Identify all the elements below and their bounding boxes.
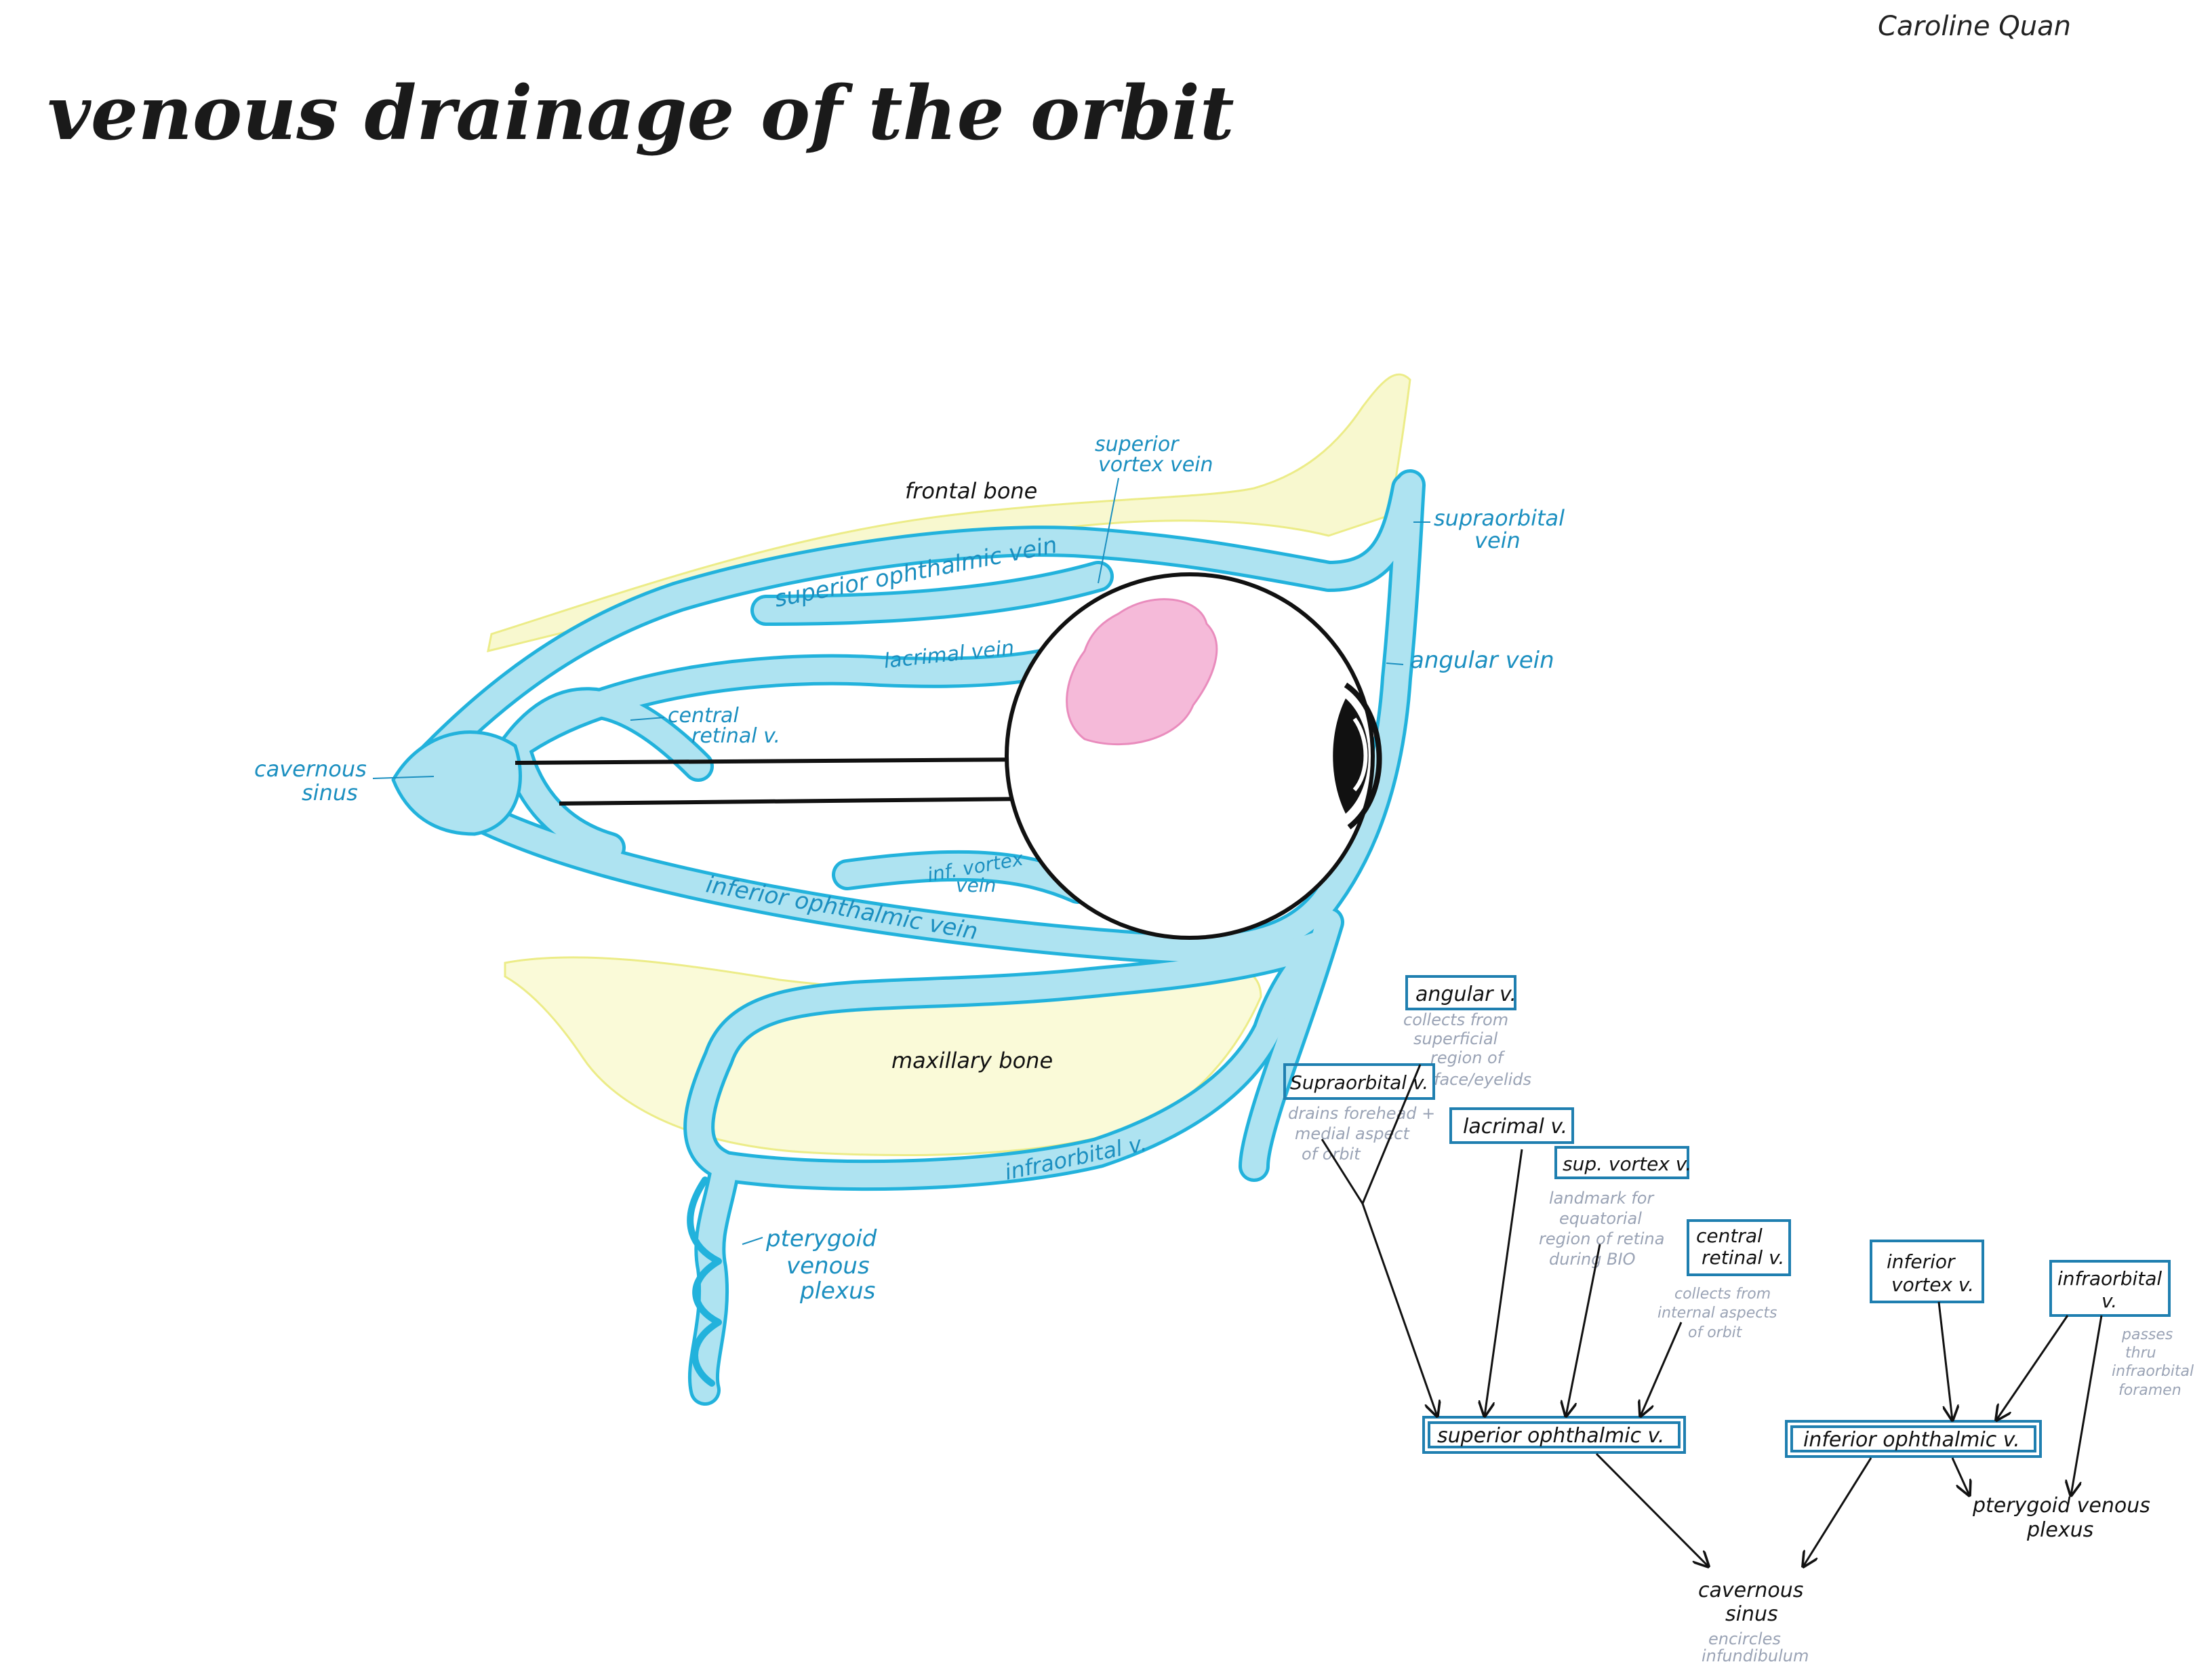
box-supraorbital-v bbox=[1283, 1063, 1435, 1100]
svg-text:region of: region of bbox=[1430, 1048, 1506, 1067]
box-sup-vortex-v bbox=[1554, 1146, 1689, 1179]
flow-notes: collects from superficial region of face… bbox=[1288, 1010, 2194, 1662]
flow-infraorbital-label-1: infraorbital bbox=[2057, 1267, 2162, 1290]
label-cavernous-sinus-2: sinus bbox=[302, 780, 358, 806]
box-infraorbital-v bbox=[2049, 1260, 2171, 1317]
flow-central-retinal-label-1: central bbox=[1696, 1225, 1763, 1247]
box-inferior-ophthalmic-v bbox=[1785, 1420, 2042, 1458]
anatomy-drawing: frontal bone superior vortex vein suprao… bbox=[254, 373, 1565, 1406]
flow-supraorbital-label: Supraorbital v. bbox=[1290, 1071, 1428, 1094]
svg-text:internal aspects: internal aspects bbox=[1657, 1305, 1777, 1322]
optic-nerve-line-lower bbox=[559, 797, 1034, 806]
flow-inferior-vortex-label-2: vortex v. bbox=[1891, 1273, 1974, 1296]
lacrimal-gland bbox=[1066, 598, 1218, 746]
svg-text:superficial: superficial bbox=[1413, 1029, 1498, 1048]
svg-text:infraorbital: infraorbital bbox=[2112, 1363, 2194, 1380]
box-lacrimal-v bbox=[1449, 1107, 1574, 1144]
svg-text:during BIO: during BIO bbox=[1549, 1250, 1636, 1269]
svg-text:drains forehead +: drains forehead + bbox=[1288, 1104, 1435, 1123]
flow-arrows bbox=[1321, 1064, 2103, 1566]
svg-text:infundibulum: infundibulum bbox=[1702, 1646, 1809, 1662]
label-inf-vortex-vein-2: vein bbox=[956, 874, 996, 896]
pterygoid-plexus-shape bbox=[687, 1176, 722, 1387]
flow-cavernous-label-2: sinus bbox=[1725, 1602, 1778, 1626]
label-central-retinal-2: retinal v. bbox=[691, 724, 780, 748]
svg-text:encircles: encircles bbox=[1708, 1629, 1781, 1648]
vein-network bbox=[391, 469, 1426, 1406]
svg-text:thru: thru bbox=[2125, 1345, 2156, 1362]
cornea bbox=[1344, 682, 1382, 830]
svg-text:foramen: foramen bbox=[2118, 1382, 2181, 1399]
label-pterygoid-2: venous bbox=[786, 1252, 870, 1280]
flow-pterygoid-label-2: plexus bbox=[2026, 1518, 2093, 1542]
flow-lacrimal-label: lacrimal v. bbox=[1463, 1115, 1567, 1139]
label-supraorbital-vein-2: vein bbox=[1474, 528, 1521, 553]
anatomy-leader-lines bbox=[372, 477, 1430, 1245]
page-title: venous drainage of the orbit bbox=[47, 69, 1234, 157]
flow-infraorbital-label-2: v. bbox=[2102, 1290, 2117, 1312]
flow-central-retinal-label-2: retinal v. bbox=[1702, 1246, 1784, 1269]
svg-text:region of retina: region of retina bbox=[1539, 1229, 1664, 1248]
box-central-retinal-v bbox=[1687, 1219, 1791, 1276]
flow-inferior-ophthalmic-label: inferior ophthalmic v. bbox=[1803, 1428, 2020, 1452]
flow-pterygoid-label-1: pterygoid venous bbox=[1972, 1494, 2150, 1518]
box-superior-ophthalmic-v-inner bbox=[1428, 1421, 1681, 1448]
pupil-highlight bbox=[1352, 717, 1368, 791]
svg-text:equatorial: equatorial bbox=[1559, 1209, 1642, 1228]
flow-cavernous-label-1: cavernous bbox=[1698, 1579, 1803, 1602]
svg-text:collects from: collects from bbox=[1674, 1286, 1771, 1303]
flow-angular-label: angular v. bbox=[1415, 983, 1516, 1006]
cavernous-sinus-shape bbox=[391, 730, 522, 836]
label-angular-vein: angular vein bbox=[1410, 647, 1554, 674]
flow-sup-vortex-label: sup. vortex v. bbox=[1563, 1153, 1691, 1175]
svg-text:landmark for: landmark for bbox=[1549, 1189, 1655, 1208]
box-inferior-ophthalmic-v-inner bbox=[1790, 1425, 2036, 1452]
box-angular-v bbox=[1405, 975, 1516, 1010]
label-cavernous-sinus-1: cavernous bbox=[254, 756, 367, 782]
label-superior-vortex-vein-1: superior bbox=[1095, 433, 1180, 456]
flow-superior-ophthalmic-label: superior ophthalmic v. bbox=[1437, 1424, 1664, 1448]
label-superior-vortex-vein-2: vortex vein bbox=[1098, 453, 1213, 477]
svg-text:collects from: collects from bbox=[1403, 1010, 1508, 1029]
optic-nerve-line-upper bbox=[515, 757, 1031, 765]
box-inferior-vortex-v bbox=[1870, 1240, 1984, 1303]
flow-inferior-vortex-label-1: inferior bbox=[1887, 1250, 1956, 1273]
label-supraorbital-vein-1: supraorbital bbox=[1434, 505, 1565, 531]
label-pterygoid-1: pterygoid bbox=[765, 1225, 877, 1252]
label-pterygoid-3: plexus bbox=[799, 1278, 875, 1305]
label-frontal-bone: frontal bone bbox=[905, 478, 1037, 504]
label-central-retinal-1: central bbox=[668, 704, 739, 728]
svg-text:medial aspect: medial aspect bbox=[1295, 1124, 1410, 1143]
svg-text:of orbit: of orbit bbox=[1688, 1324, 1743, 1341]
author-name: Caroline Quan bbox=[1878, 11, 2071, 42]
svg-text:passes: passes bbox=[2121, 1326, 2173, 1343]
label-maxillary-bone: maxillary bone bbox=[891, 1048, 1053, 1073]
box-superior-ophthalmic-v bbox=[1422, 1416, 1686, 1454]
svg-text:face/eyelids: face/eyelids bbox=[1434, 1070, 1531, 1089]
flowchart: angular v. Supraorbital v. lacrimal v. s… bbox=[1283, 975, 2194, 1662]
